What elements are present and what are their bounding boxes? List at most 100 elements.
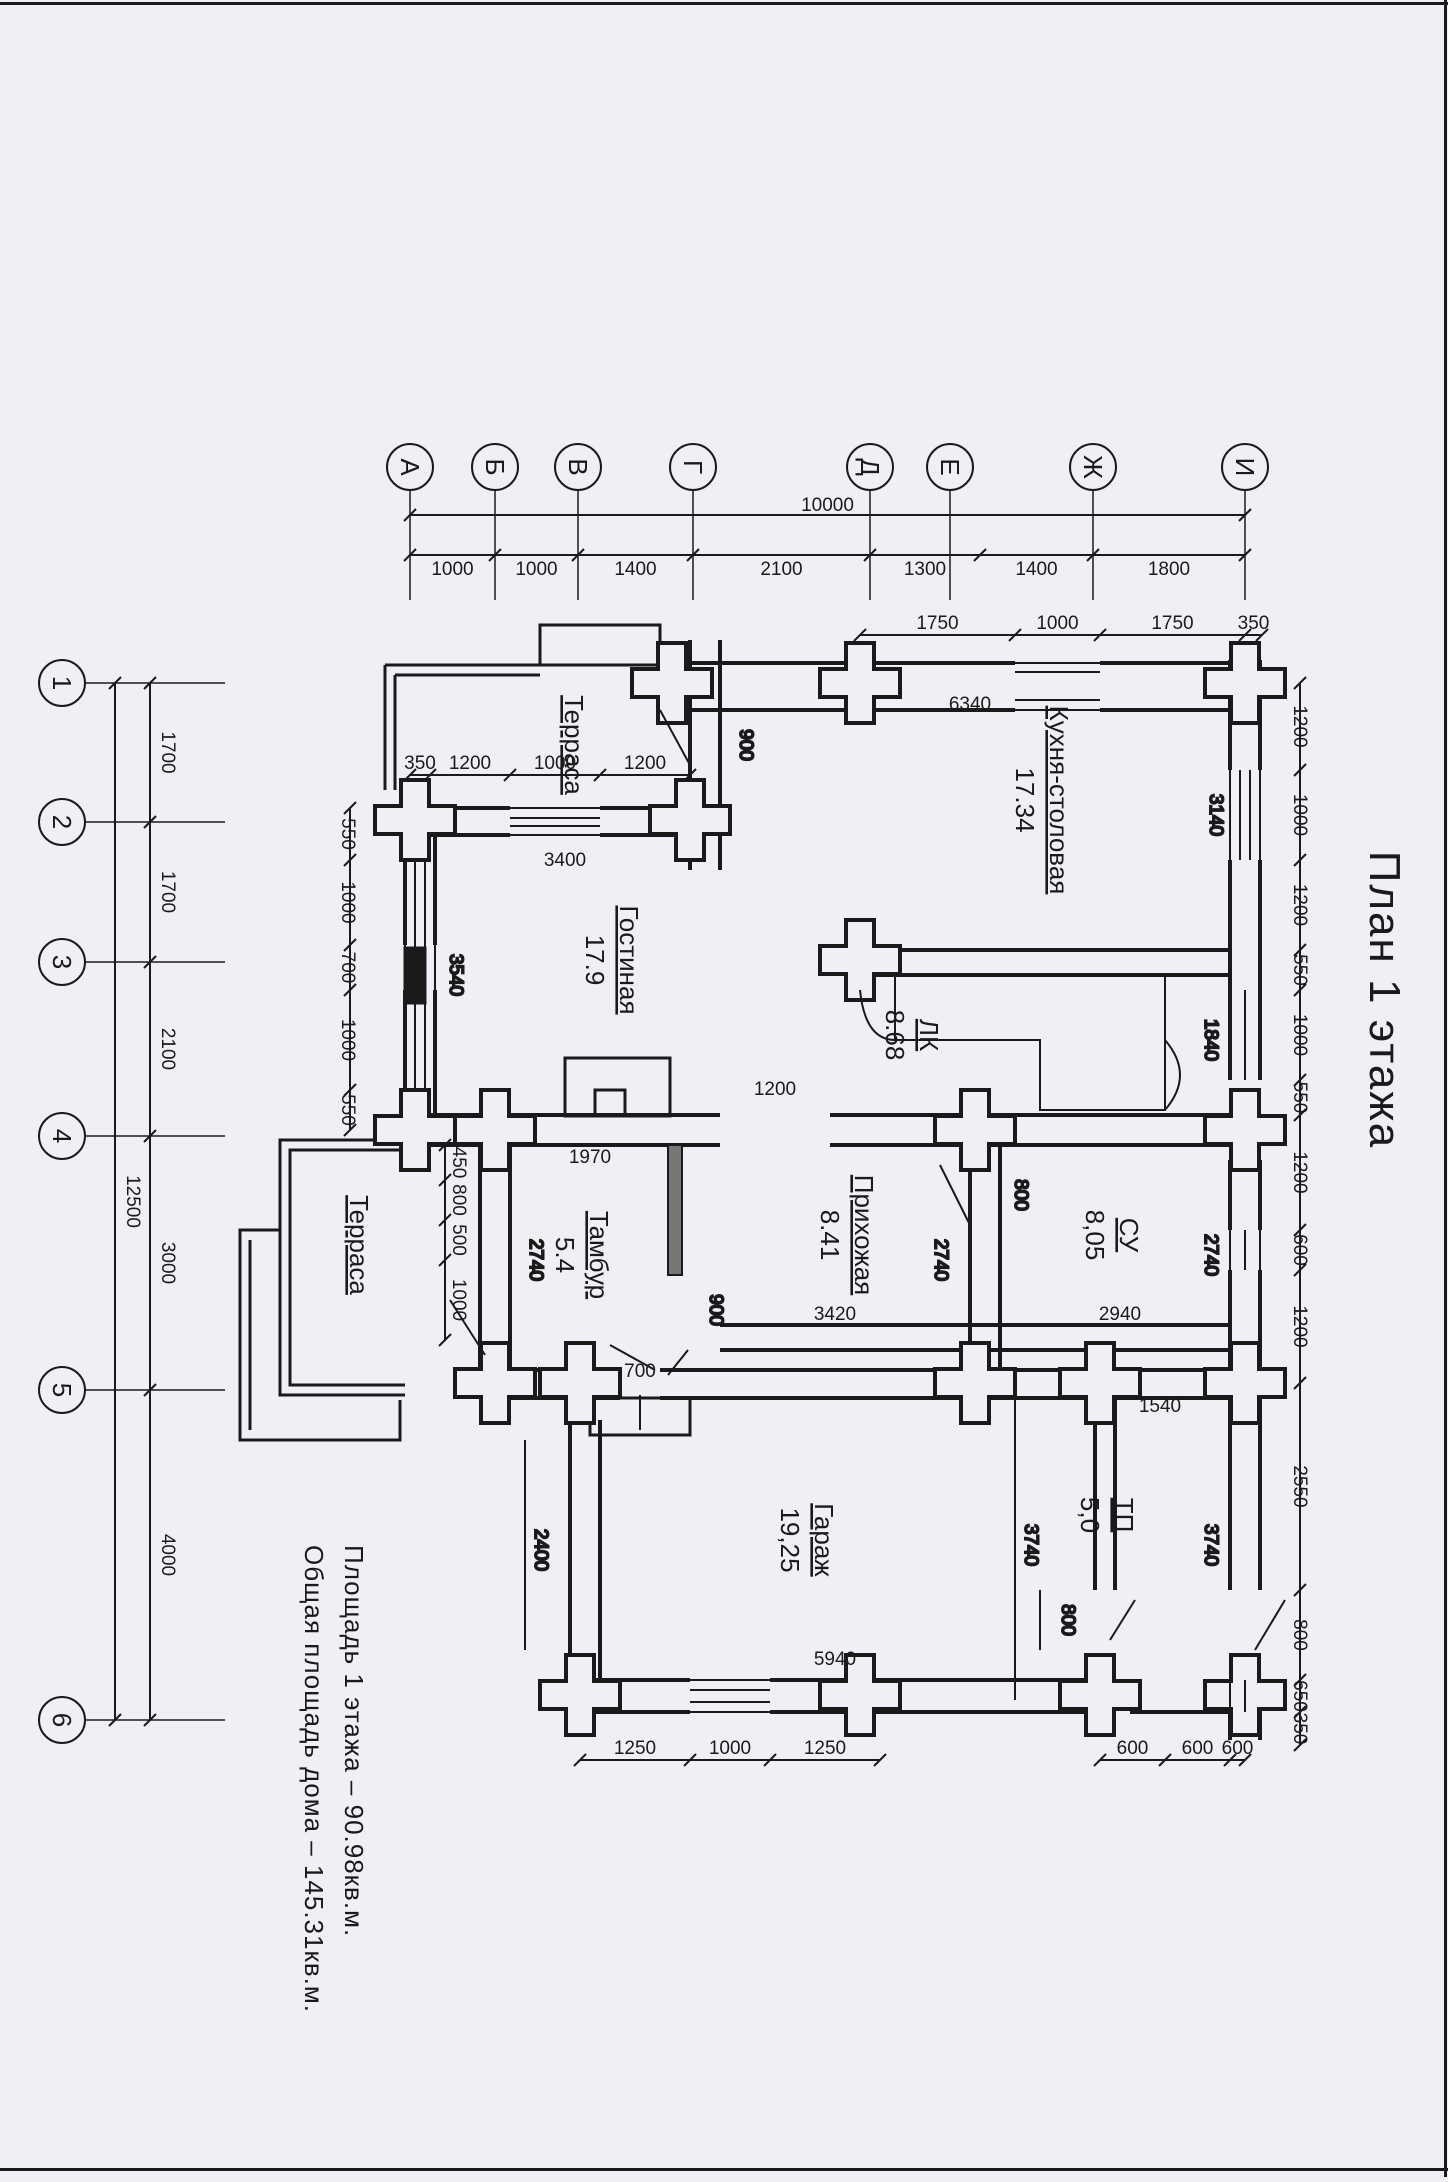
dim-terrace-top-label: 1200 xyxy=(449,753,491,774)
dim-left-wall-tick xyxy=(343,938,357,952)
staircase xyxy=(859,974,1181,1111)
door-swing-2 xyxy=(939,1164,971,1226)
dim-number-chain-tick xyxy=(143,955,157,969)
dim-right-wall-label: 800 xyxy=(1289,1619,1310,1651)
dim-door-700: 700 xyxy=(624,1361,656,1382)
column-cross xyxy=(538,1653,622,1737)
window-living-top xyxy=(510,807,600,836)
dim-terrace-depth: 900 xyxy=(735,729,756,761)
walls xyxy=(238,623,1262,1740)
dim-right-wall-tick xyxy=(1293,1108,1307,1122)
dim-number-chain-label: 2100 xyxy=(157,1028,178,1070)
dim-tambour-left-tick xyxy=(438,1173,452,1187)
dim-terrace-top-label: 350 xyxy=(404,753,436,774)
dim-top-wall-label: 1750 xyxy=(916,613,958,634)
wall-tambour-left xyxy=(478,1145,512,1370)
dim-garage-width: 5940 xyxy=(814,1649,856,1670)
dim-bottom-left-tick xyxy=(763,1753,777,1767)
dim-right-wall-label: 600 xyxy=(1289,1234,1310,1266)
room-name-label: СУ xyxy=(1114,1218,1144,1253)
dim-top-wall-label: 1000 xyxy=(1036,613,1078,634)
window-garage-bottom xyxy=(690,1679,770,1713)
door-swing-4 xyxy=(609,1344,656,1371)
column-cross xyxy=(933,1088,1017,1172)
dim-left-wall-tick xyxy=(343,1123,357,1137)
dim-left-wall-tick xyxy=(343,1083,357,1097)
dim-right-wall-tick xyxy=(1293,1073,1307,1087)
axis-label-number: 1 xyxy=(47,676,77,690)
axis-label-number: 4 xyxy=(47,1129,77,1143)
dim-terrace-top-tick xyxy=(593,768,607,782)
dim-right-wall-label: 1200 xyxy=(1289,884,1310,926)
fireplace-opening xyxy=(593,1088,627,1117)
dim-letter-chain-label: 1000 xyxy=(515,559,557,580)
dim-tambour-left-label: 500 xyxy=(448,1224,469,1256)
dim-number-total-tick xyxy=(108,676,122,690)
dim-door-900: 900 xyxy=(705,1294,726,1326)
column-cross xyxy=(1203,1088,1287,1172)
axis-label-letter: Б xyxy=(480,458,510,475)
dim-number-chain-label: 1700 xyxy=(157,871,178,913)
room-area-label: 8,05 xyxy=(1080,1210,1110,1261)
dim-top-wall-label: 350 xyxy=(1238,613,1270,634)
axis-label-letter: Д xyxy=(855,458,885,476)
axis-label-number: 6 xyxy=(47,1713,77,1727)
dim-tambour-left-tick xyxy=(438,1253,452,1267)
dim-right-wall-tick xyxy=(1293,1738,1307,1752)
dim-wc-width: 2940 xyxy=(1099,1304,1141,1325)
dim-right-wall-tick xyxy=(1293,1583,1307,1597)
dim-garage-side: 2400 xyxy=(530,1529,551,1571)
axis-label-letter: Ж xyxy=(1078,455,1108,479)
dim-top-wall-label: 1750 xyxy=(1151,613,1193,634)
dim-letter-chain-label: 2100 xyxy=(760,559,802,580)
dim-top-wall-tick xyxy=(1238,628,1252,642)
column-cross xyxy=(818,918,902,1002)
dim-tambour-width: 1970 xyxy=(569,1147,611,1168)
dim-tp-height: 3740 xyxy=(1200,1524,1221,1566)
dim-left-wall-label: 1000 xyxy=(337,1019,358,1061)
dim-tambour-left-tick xyxy=(438,1333,452,1347)
dim-tambour-left-label: 1000 xyxy=(448,1279,469,1321)
room-name-label: Гараж xyxy=(809,1503,839,1577)
dim-bottom-right-label: 600 xyxy=(1182,1738,1214,1759)
door-swing-7 xyxy=(667,1349,689,1376)
door-swing-3 xyxy=(449,1299,486,1356)
dim-living-height: 3540 xyxy=(445,954,466,996)
dim-right-wall-tick xyxy=(1293,1705,1307,1719)
dim-letter-chain-tick xyxy=(1238,548,1252,562)
dim-left-wall-label: 1000 xyxy=(337,881,358,923)
door-swings xyxy=(449,709,1286,1651)
axis-label-letter: В xyxy=(563,458,593,475)
column-cross xyxy=(1058,1653,1142,1737)
dim-letter-chain-tick xyxy=(571,548,585,562)
dim-number-total-label: 12500 xyxy=(122,1175,143,1228)
dim-letter-total-tick xyxy=(1238,508,1252,522)
stair-arc xyxy=(1164,1039,1181,1111)
room-name-label: Гостиная xyxy=(614,905,644,1014)
fireplace-chimney xyxy=(403,946,427,1005)
dim-number-chain-tick xyxy=(143,815,157,829)
axis-label-number: 5 xyxy=(47,1383,77,1397)
column-cross xyxy=(818,1653,902,1737)
hatched-partition xyxy=(667,1144,683,1276)
dim-letter-chain-tick xyxy=(973,548,987,562)
dim-right-wall-label: 1000 xyxy=(1289,794,1310,836)
floor-area-note: Площадь 1 этажа – 90.98кв.м. xyxy=(339,1545,369,1937)
window-right-3 xyxy=(1229,1230,1261,1270)
dim-bottom-right-tick xyxy=(1093,1753,1107,1767)
wall-right xyxy=(1228,660,1262,1740)
dim-right-wall-label: 550 xyxy=(1289,954,1310,986)
dim-wc-height: 2740 xyxy=(1200,1234,1221,1276)
dim-bottom-left-label: 1250 xyxy=(614,1738,656,1759)
dim-top-wall-tick xyxy=(853,628,867,642)
dim-right-wall-label: 1200 xyxy=(1289,1151,1310,1193)
room-name-label: Тамбур xyxy=(584,1211,614,1299)
dim-number-chain-tick xyxy=(143,676,157,690)
frame-top xyxy=(0,2,1448,5)
dim-door-800: 800 xyxy=(1010,1179,1031,1211)
dim-letter-total-label: 10000 xyxy=(801,495,854,516)
dim-right-wall-tick xyxy=(1293,853,1307,867)
